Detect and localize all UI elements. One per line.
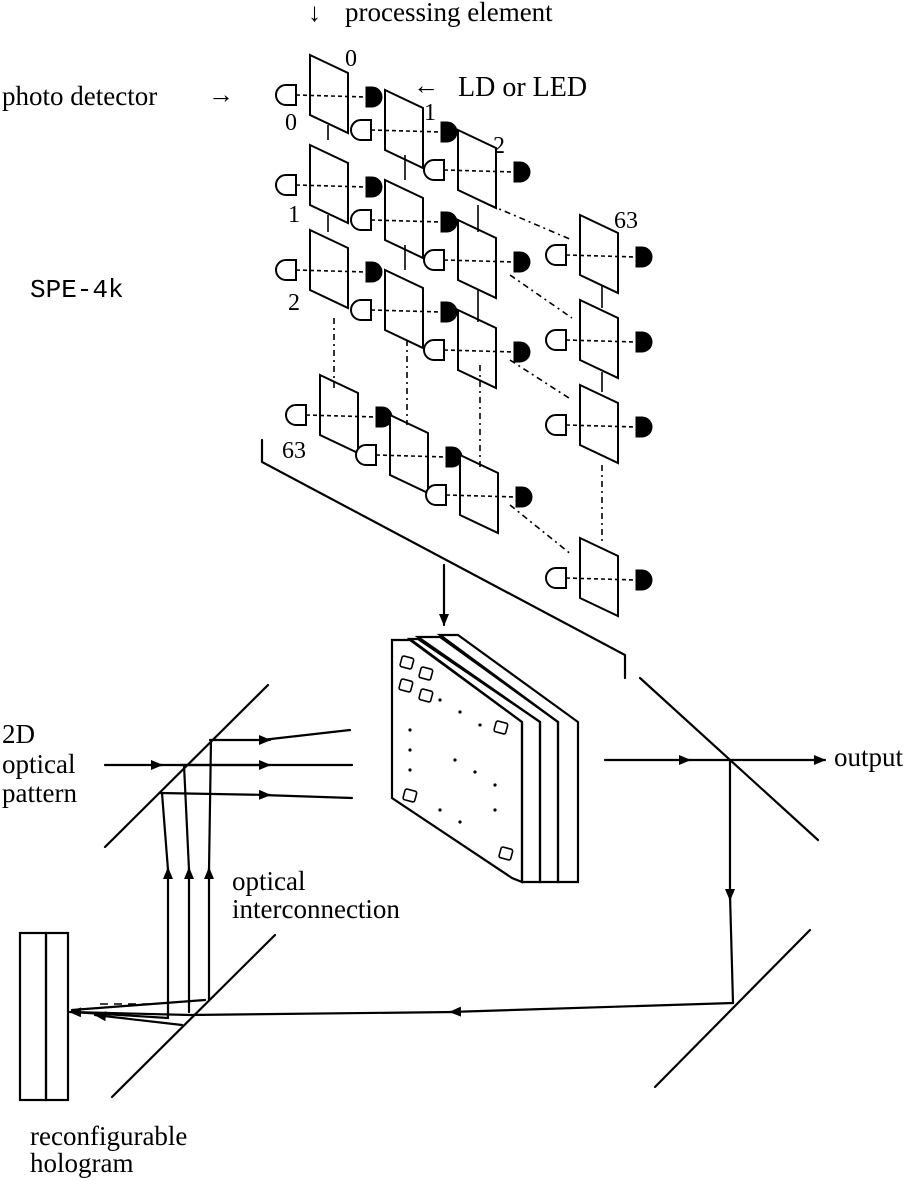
beam-out-3 [158, 789, 272, 800]
processing-element [285, 373, 393, 455]
processing-element-array [275, 53, 653, 618]
processing-element [275, 228, 383, 310]
led-icon [440, 211, 458, 233]
photo-detector-icon [350, 209, 372, 231]
photo-detector-icon [545, 567, 567, 589]
photo-detector-icon [350, 119, 372, 141]
led-icon [513, 341, 531, 363]
hologram-label-2: hologram [30, 1148, 133, 1178]
processing-element [423, 128, 531, 210]
photo-detector-label: photo detector [2, 81, 157, 111]
row-index-63: 63 [282, 438, 306, 464]
photo-detector-icon [545, 244, 567, 266]
photo-detector-icon [275, 84, 297, 106]
ld-led-arrow-glyph: ← [413, 71, 439, 100]
led-icon [635, 416, 653, 438]
led-icon [365, 176, 383, 198]
row-index-1: 1 [288, 202, 300, 228]
feedback-beam-left-b [188, 1010, 457, 1017]
spe-4k-label: SPE-4k [30, 275, 124, 305]
processing-element-label: processing element [345, 0, 553, 27]
photo-detector-icon [275, 174, 297, 196]
processing-element [275, 53, 383, 135]
photo-detector-icon [355, 444, 377, 466]
beam-from-hologram [70, 1010, 170, 1020]
column-index-63: 63 [614, 208, 638, 234]
photo-detector-icon [350, 299, 372, 321]
photo-detector-icon [545, 414, 567, 436]
photo-detector-icon [275, 259, 297, 281]
optical-pattern-label-1: 2D [2, 719, 35, 749]
processing-element [425, 453, 533, 535]
led-icon [365, 86, 383, 108]
led-icon [635, 246, 653, 268]
feedback-beam-left [448, 1001, 735, 1017]
photo-detector-icon [425, 484, 447, 506]
stacked-device [390, 633, 580, 884]
lower-right-mirror [653, 928, 812, 1089]
photo-detector-icon [423, 159, 445, 181]
beam-out-3b [260, 793, 354, 800]
led-icon [440, 121, 458, 143]
down-arrow-glyph: ↓ [308, 0, 321, 27]
photo-detector-arrow-glyph: → [208, 80, 234, 109]
led-icon [365, 261, 383, 283]
interconnect-beam-3b [207, 738, 213, 872]
feedback-beam-down-b [728, 893, 735, 1005]
processing-element [275, 143, 383, 225]
column-index-1: 1 [424, 100, 436, 126]
optical-pattern-label-2: optical [2, 749, 75, 779]
led-icon [513, 161, 531, 183]
led-icon [635, 331, 653, 353]
interconnect-beam-2b [182, 763, 191, 872]
photo-detector-icon [285, 404, 307, 426]
led-icon [515, 486, 533, 508]
photo-detector-icon [545, 329, 567, 351]
led-icon [513, 251, 531, 273]
column-index-0: 0 [345, 46, 357, 72]
output-label: output [834, 742, 904, 772]
processing-element [350, 178, 458, 260]
row-index-2: 2 [288, 290, 300, 316]
ld-or-led-label: LD or LED [458, 72, 587, 103]
photo-detector-icon [423, 339, 445, 361]
led-icon [635, 569, 653, 591]
beam-out-1b [260, 728, 352, 742]
optical-interconnection-label-2: interconnection [232, 894, 400, 924]
processing-element [355, 413, 463, 495]
interconnect-beam-1b [160, 791, 170, 872]
lower-left-mirror [110, 933, 277, 1099]
processing-element [350, 268, 458, 350]
led-icon [440, 301, 458, 323]
array-interconnect-lines [327, 125, 603, 556]
processing-element [350, 88, 458, 170]
processing-element [545, 298, 653, 380]
processing-element [545, 213, 653, 295]
array-bracket [260, 438, 627, 680]
beam-to-hologram-2 [93, 1011, 184, 1027]
hologram-label-1: reconfigurable [30, 1121, 187, 1151]
photo-detector-icon [423, 249, 445, 271]
row-index-0: 0 [285, 110, 297, 136]
processing-element [545, 383, 653, 465]
optical-interconnection-label-1: optical [232, 866, 305, 896]
processing-element [545, 536, 653, 618]
reconfigurable-hologram [18, 931, 70, 1102]
beam-from-hologram-2 [70, 998, 207, 1012]
processing-element [423, 308, 531, 390]
processing-element [423, 218, 531, 300]
optical-pattern-label-3: pattern [2, 778, 77, 808]
